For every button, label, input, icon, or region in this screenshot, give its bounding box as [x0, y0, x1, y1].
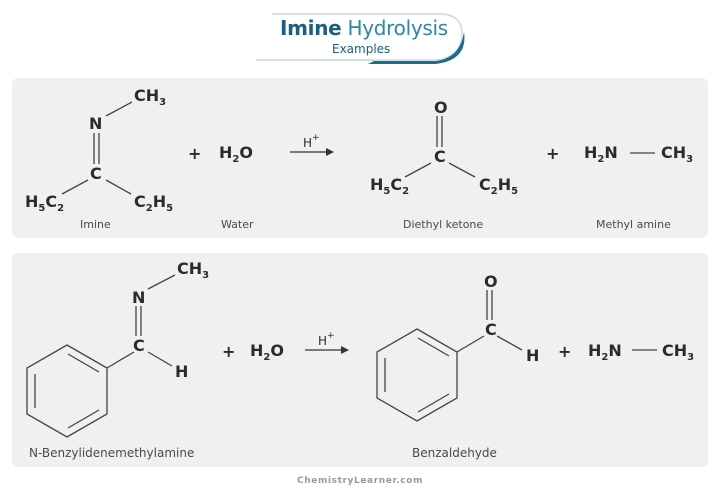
benzene-ring-icon [26, 344, 108, 438]
source-watermark: ChemistryLearner.com [297, 476, 423, 486]
banner-swoosh-icon [256, 13, 465, 64]
methylamine-ch3: CH3 [661, 143, 694, 165]
plus-sign: + [222, 342, 236, 361]
arrow-head-icon [326, 148, 334, 156]
imine-left-ethyl: H5C2 [25, 192, 65, 214]
imine-right-ethyl: C2H5 [134, 192, 174, 214]
benzaldehyde-label: Benzaldehyde [412, 446, 497, 460]
benzaldehyde-h: H [526, 346, 540, 365]
imine-ch3: CH3 [134, 86, 167, 108]
benzylidene-h: H [175, 362, 189, 381]
title-bold-word: Imine [280, 16, 342, 40]
benzylidene-n: N [132, 288, 146, 307]
imine-c: C [90, 164, 102, 183]
imine-n: N [89, 114, 103, 133]
plus-sign: + [558, 342, 572, 361]
title-banner: Imine Hydrolysis Examples [250, 8, 470, 64]
title-light-word: Hydrolysis [347, 16, 449, 40]
water-label: Water [221, 218, 254, 231]
benzylidene-c: C [133, 336, 145, 355]
ketone-label: Diethyl ketone [403, 218, 484, 231]
catalyst-label: H+ [303, 133, 320, 150]
catalyst-label: H+ [318, 331, 335, 348]
benzaldehyde-o: O [484, 272, 498, 291]
ketone-o: O [434, 98, 448, 117]
arrow-head-icon [341, 346, 349, 354]
plus-sign: + [188, 144, 202, 163]
methylamine-label: Methyl amine [596, 218, 671, 231]
methylamine-nh2: H2N [584, 143, 618, 165]
water-formula: H2O [250, 341, 284, 363]
page-subtitle: Examples [332, 42, 391, 56]
ketone-c: C [434, 147, 446, 166]
benzaldehyde-c: C [485, 320, 497, 339]
ketone-right-ethyl: C2H5 [479, 175, 519, 197]
water-formula: H2O [219, 143, 253, 165]
page-title: Imine Hydrolysis [280, 16, 448, 40]
benzylidene-label: N-Benzylidenemethylamine [29, 446, 195, 460]
ketone-left-ethyl: H5C2 [370, 175, 410, 197]
plus-sign: + [546, 144, 560, 163]
methylamine-nh2: H2N [588, 341, 622, 363]
benzylidene-ch3: CH3 [177, 259, 210, 281]
benzene-ring-icon [376, 328, 458, 422]
imine-label: Imine [80, 218, 111, 231]
methylamine-ch3: CH3 [662, 341, 695, 363]
reaction-2-panel [12, 253, 708, 467]
